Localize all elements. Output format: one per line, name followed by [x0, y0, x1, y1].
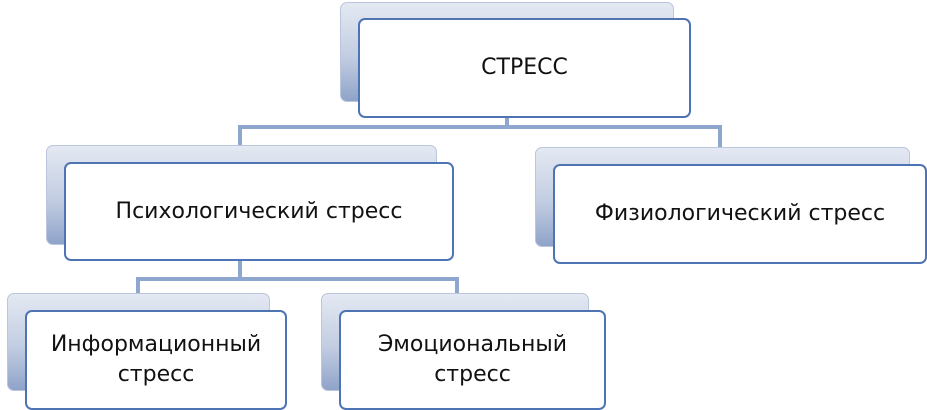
connector-to-info	[136, 277, 140, 294]
emo-stress-label: Эмоциональный стресс	[377, 332, 568, 387]
psych-stress-node: Психологический стресс	[64, 162, 454, 261]
connector-to-emo	[455, 277, 459, 294]
root-node: СТРЕСС	[358, 18, 691, 118]
connector-root-down	[505, 117, 509, 127]
root-node-label: СТРЕСС	[481, 55, 568, 81]
emo-stress-node: Эмоциональный стресс	[339, 310, 606, 410]
physio-stress-node: Физиологический стресс	[553, 164, 927, 264]
connector-psych-down	[238, 259, 242, 279]
info-stress-label: Информационный стресс	[50, 332, 262, 387]
connector-level2-horizontal	[136, 277, 459, 281]
psych-stress-label: Психологический стресс	[115, 198, 403, 224]
connector-to-physio	[718, 125, 722, 150]
connector-to-psych	[238, 125, 242, 145]
info-stress-node: Информационный стресс	[25, 310, 287, 410]
physio-stress-label: Физиологический стресс	[594, 201, 886, 227]
connector-level1-horizontal	[238, 125, 722, 129]
